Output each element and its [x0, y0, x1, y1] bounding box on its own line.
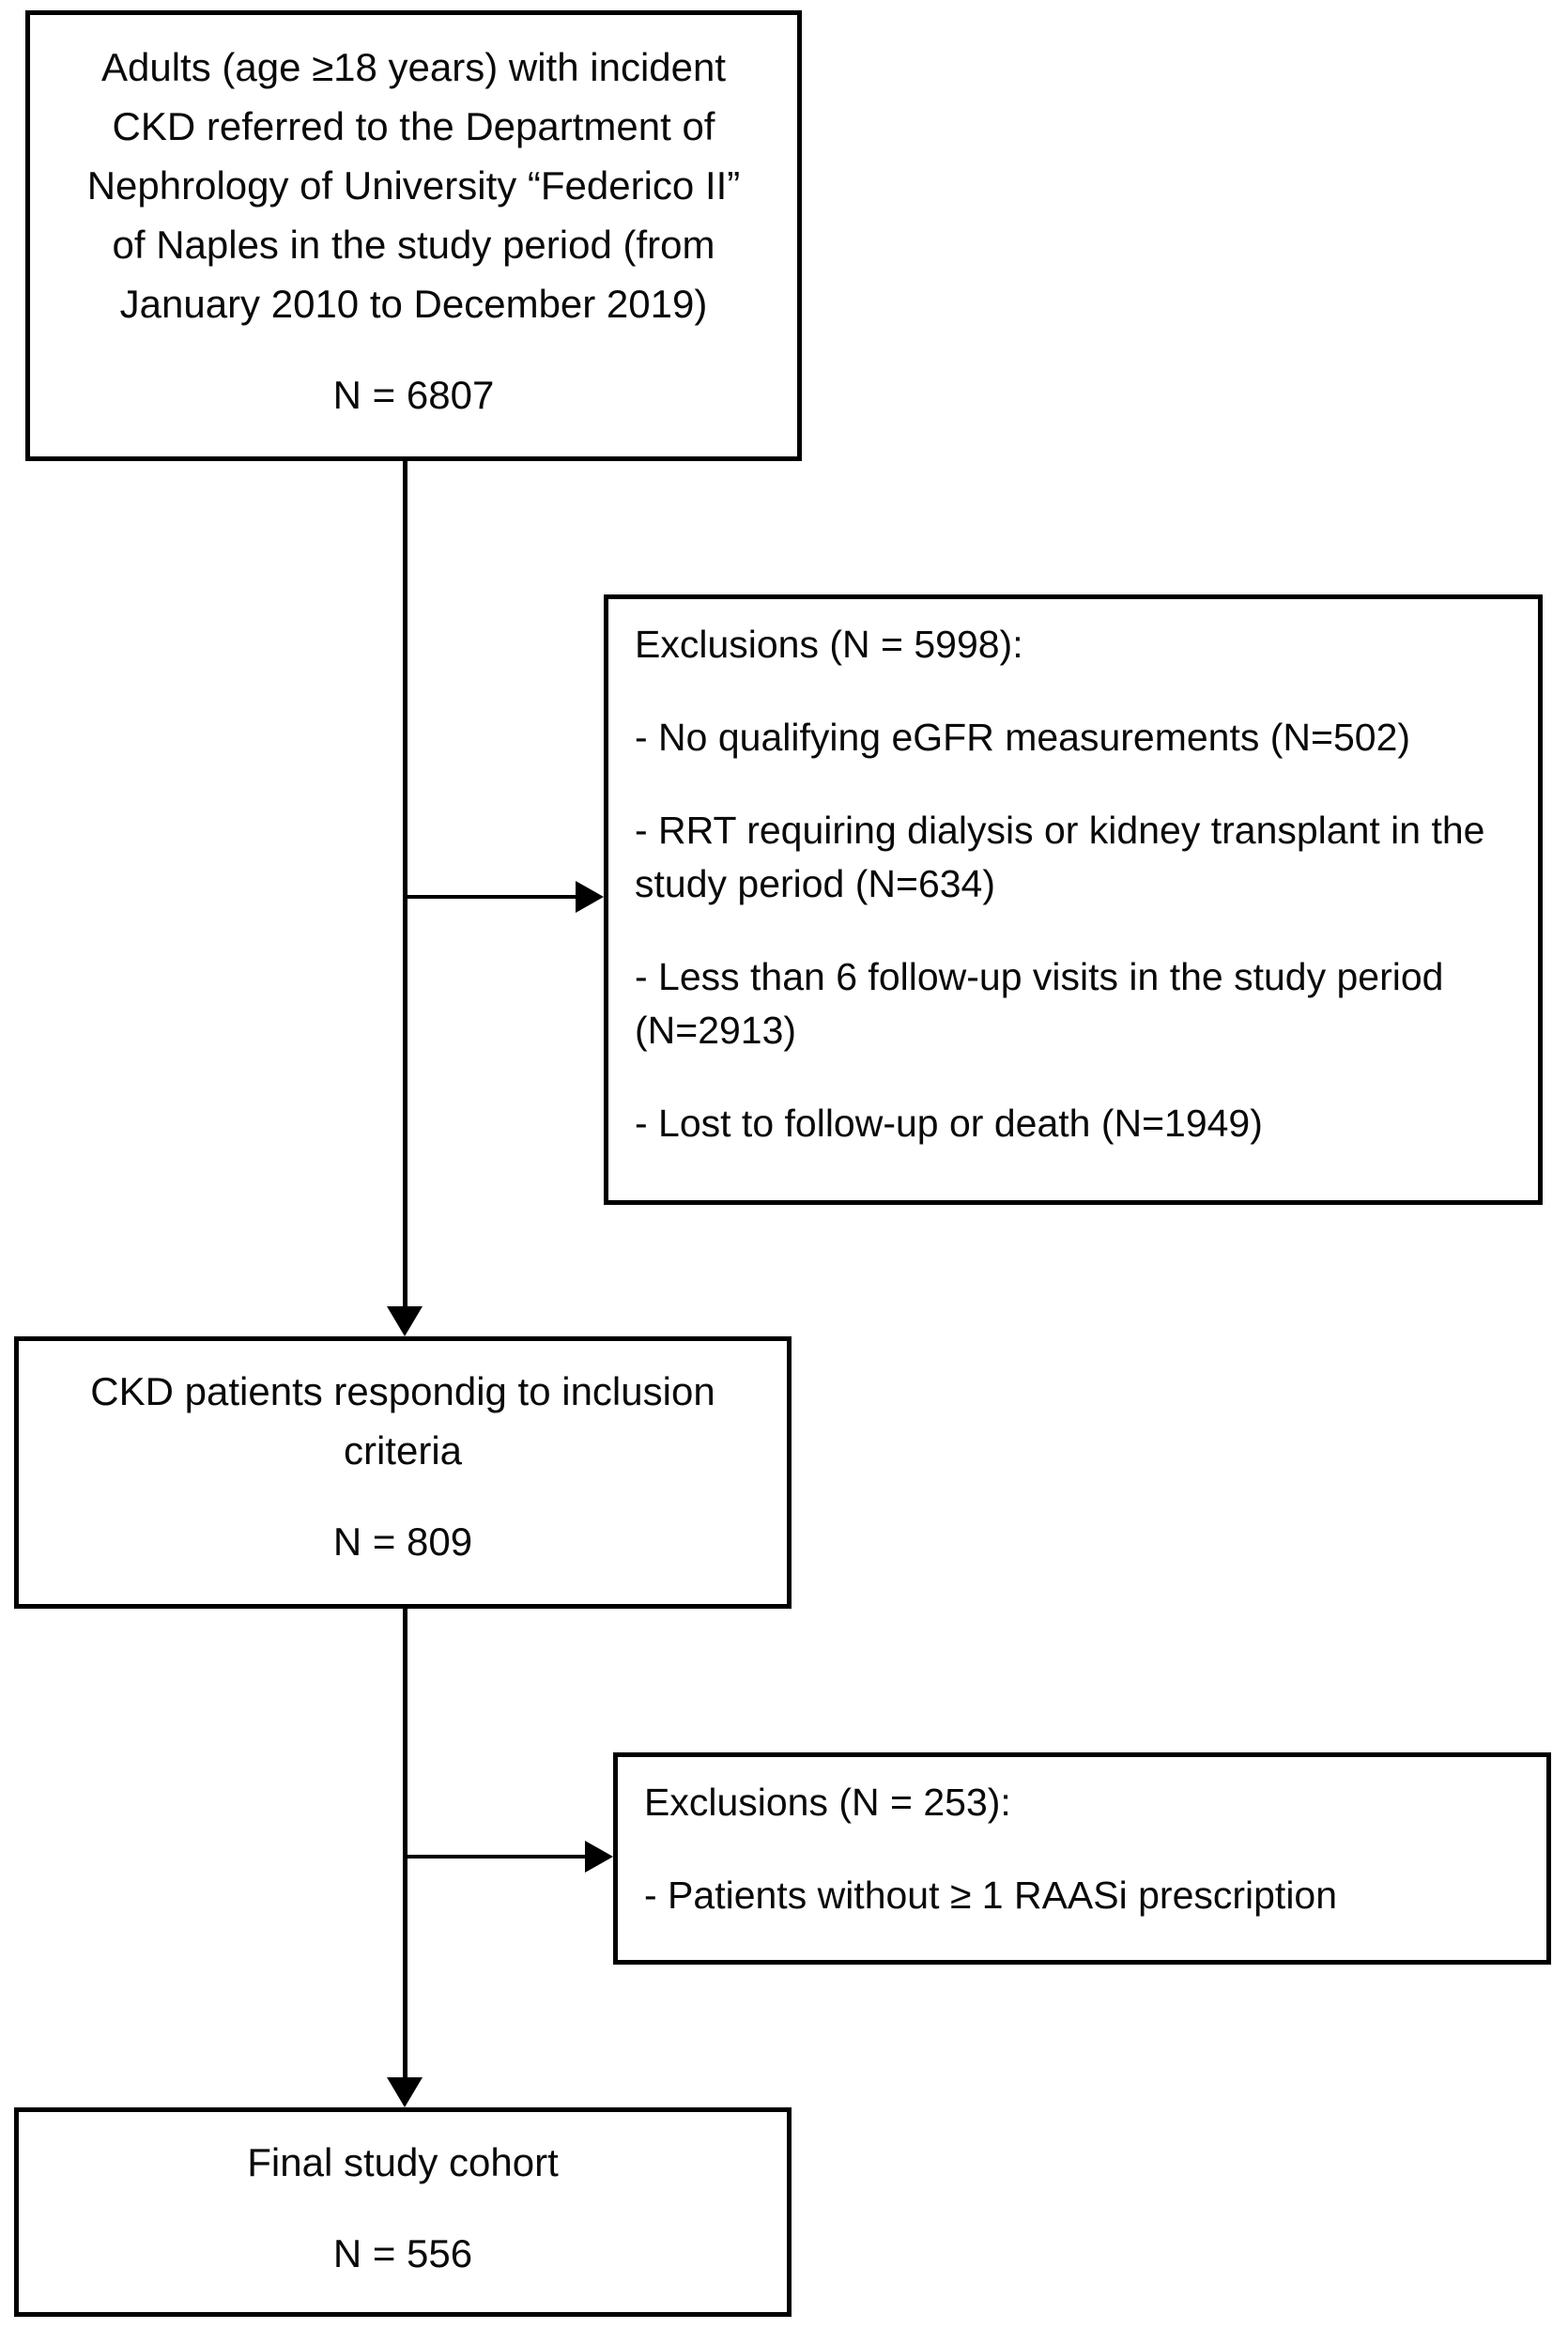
enrollment-text-line: Adults (age ≥18 years) with incident — [100, 45, 727, 89]
final-cohort-title: Final study cohort — [247, 2140, 559, 2184]
exclusions-box-1: Exclusions (N = 5998): - No qualifying e… — [604, 594, 1543, 1205]
arrow-down-icon — [387, 2077, 423, 2107]
final-cohort-box: Final study cohort N = 556 — [14, 2107, 792, 2317]
exclusions-1-title: Exclusions (N = 5998): — [635, 623, 1023, 666]
enrollment-count: N = 6807 — [332, 373, 495, 417]
connector-line-vertical-2 — [403, 1609, 407, 2079]
arrow-right-icon — [585, 1841, 613, 1873]
connector-line-vertical-1 — [403, 461, 407, 1308]
exclusion-item: - Less than 6 follow-up visits in the st… — [635, 955, 1444, 1052]
inclusion-text-line: CKD patients respondig to inclusion — [90, 1369, 715, 1413]
arrow-right-icon — [576, 881, 604, 913]
exclusion-item: - Patients without ≥ 1 RAASi prescriptio… — [644, 1874, 1338, 1917]
connector-line-branch-1 — [406, 895, 576, 899]
inclusion-criteria-box: CKD patients respondig to inclusion crit… — [14, 1336, 792, 1609]
connector-line-branch-2 — [406, 1855, 586, 1859]
exclusions-box-2: Exclusions (N = 253): - Patients without… — [613, 1752, 1551, 1965]
arrow-down-icon — [387, 1306, 423, 1336]
enrollment-text-line: January 2010 to December 2019) — [119, 282, 708, 326]
exclusion-item: - Lost to follow-up or death (N=1949) — [635, 1102, 1263, 1145]
exclusion-item: - No qualifying eGFR measurements (N=502… — [635, 716, 1411, 759]
exclusion-item: - RRT requiring dialysis or kidney trans… — [635, 809, 1485, 905]
inclusion-count: N = 809 — [332, 1519, 473, 1564]
enrollment-text-line: of Naples in the study period (from — [112, 223, 715, 267]
enrollment-text-line: Nephrology of University “Federico II” — [86, 163, 741, 208]
enrollment-text-line: CKD referred to the Department of — [112, 104, 715, 148]
final-cohort-count: N = 556 — [332, 2231, 473, 2275]
inclusion-text-line: criteria — [343, 1428, 463, 1473]
enrollment-box: Adults (age ≥18 years) with incident CKD… — [25, 10, 802, 461]
exclusions-2-title: Exclusions (N = 253): — [644, 1781, 1011, 1824]
